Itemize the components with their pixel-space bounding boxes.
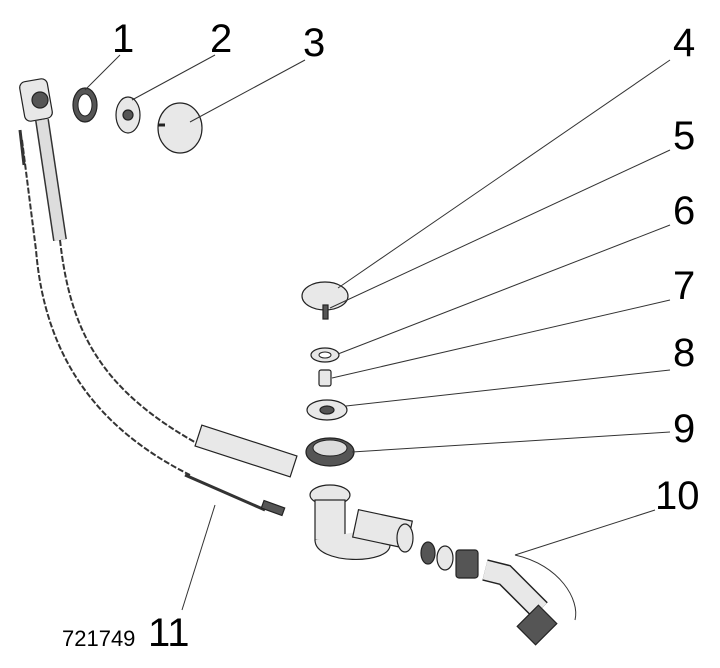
callout-1: 1 [112, 17, 134, 61]
callout-8: 8 [673, 331, 695, 375]
overflow-assembly [18, 78, 298, 517]
part-3-cap [157, 102, 203, 154]
callout-9: 9 [673, 407, 695, 451]
leader-lines [84, 54, 671, 611]
callout-11: 11 [148, 611, 190, 655]
callout-2: 2 [210, 17, 232, 61]
callout-6: 6 [673, 189, 695, 233]
article-number: 721749 [62, 626, 135, 651]
drain-body [309, 484, 414, 561]
callout-10: 10 [655, 474, 700, 518]
part-10-outlet-set [420, 541, 577, 646]
callout-7: 7 [673, 264, 695, 308]
part-5-screw [322, 304, 329, 320]
callout-3: 3 [303, 21, 325, 65]
callout-5: 5 [673, 114, 695, 158]
callout-4: 4 [673, 21, 695, 65]
part-7-insert [318, 369, 332, 387]
